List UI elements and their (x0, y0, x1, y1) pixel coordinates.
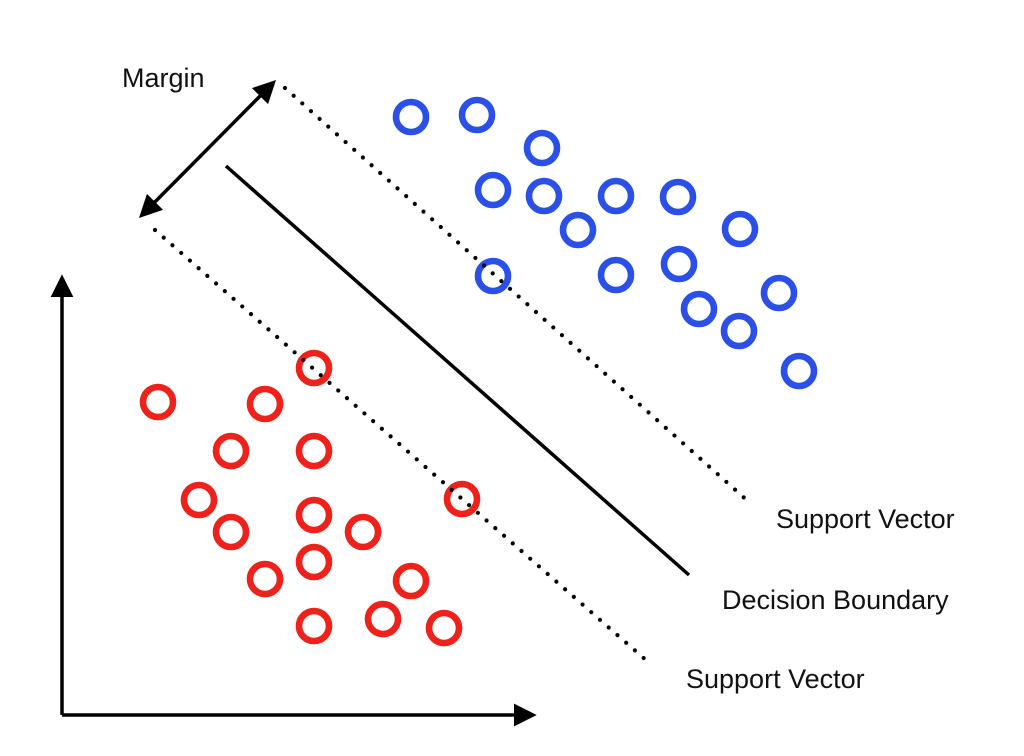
blue-class-point (474, 257, 512, 295)
red-class-point (246, 560, 284, 598)
red-class-point (425, 609, 463, 647)
red-class-point (212, 513, 250, 551)
data-points-layer (139, 96, 818, 647)
blue-class-point (474, 171, 512, 209)
blue-class-point (659, 178, 697, 216)
blue-class-point (660, 245, 698, 283)
blue-class-point (597, 177, 635, 215)
red-class-point (443, 480, 481, 518)
blue-class-point (760, 274, 798, 312)
blue-class-point (523, 129, 561, 167)
blue-class-point (458, 96, 496, 134)
margin-label: Margin (122, 63, 205, 93)
decision-boundary-label: Decision Boundary (722, 585, 949, 615)
blue-class-point (392, 98, 430, 136)
red-class-point (295, 432, 333, 470)
red-class-point (246, 385, 284, 423)
red-class-point (295, 349, 333, 387)
red-class-point (295, 543, 333, 581)
blue-class-point (720, 312, 758, 350)
lines-layer (50, 79, 753, 727)
blue-class-point (721, 210, 759, 248)
blue-class-point (597, 256, 635, 294)
red-class-point (344, 513, 382, 551)
red-class-point (180, 481, 218, 519)
red-class-point (364, 600, 402, 638)
red-class-point (392, 562, 430, 600)
support-vector-line-bottom (152, 227, 650, 664)
margin-double-arrow (138, 79, 277, 219)
support-vector-line-top (282, 85, 753, 506)
decision-boundary-line (224, 164, 691, 577)
blue-class-point (680, 290, 718, 328)
blue-class-point (780, 352, 818, 390)
blue-class-point (559, 211, 597, 249)
support-vector-top-label: Support Vector (776, 504, 955, 534)
red-class-point (139, 383, 177, 421)
red-class-point (295, 496, 333, 534)
blue-class-point (525, 177, 563, 215)
red-class-point (212, 432, 250, 470)
red-class-point (295, 607, 333, 645)
support-vector-bottom-label: Support Vector (686, 664, 865, 694)
